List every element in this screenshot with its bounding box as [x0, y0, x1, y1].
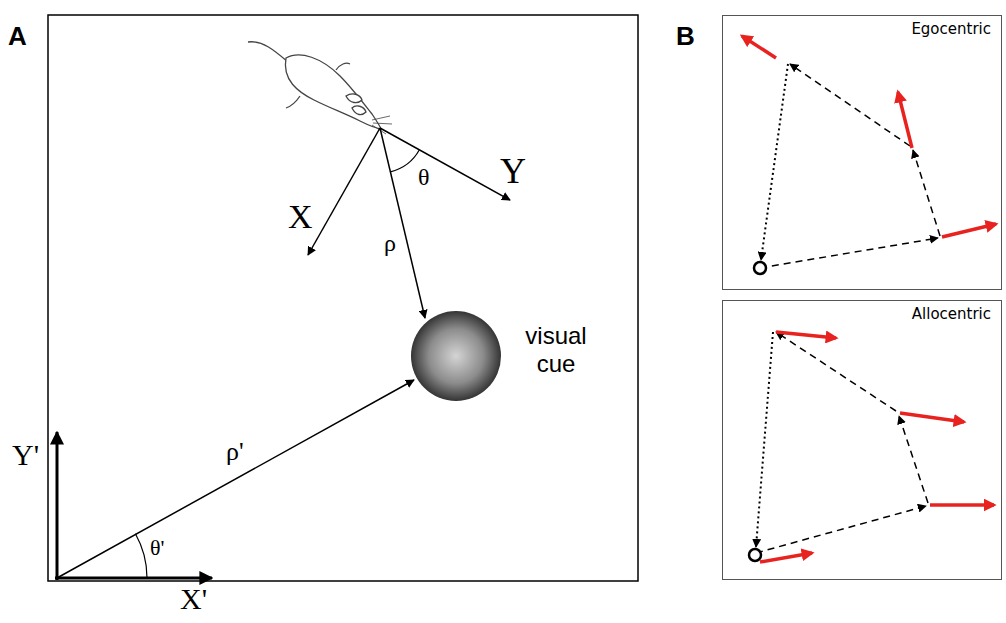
cue-label: visual cue: [508, 322, 604, 377]
y-prime-axis: [56, 432, 59, 580]
x-axis: [308, 128, 380, 255]
sphere: [411, 311, 501, 401]
distance-label: ρ: [384, 230, 396, 256]
allocentric-path: [749, 332, 994, 562]
rho-vector: [380, 128, 425, 318]
theta-arc: [390, 150, 419, 172]
x-prime-axis: [55, 577, 212, 580]
rho-prime-vector: [57, 380, 414, 578]
y-axis: [380, 128, 510, 200]
axis-label: Y': [12, 438, 39, 471]
cue-sphere: [408, 308, 504, 404]
rat-drawing: [248, 42, 392, 134]
allocentric-panel: Allocentric: [722, 300, 1002, 580]
axis-label: Y: [500, 152, 526, 192]
panel-heading: Allocentric: [910, 305, 993, 323]
panel-letter: A: [8, 22, 27, 51]
panel-frame: [48, 15, 638, 581]
panel-heading: Egocentric: [909, 20, 993, 38]
angle-label: θ: [418, 164, 430, 190]
egocentric-panel: Egocentric: [722, 15, 1002, 290]
visual-cue: visual cue: [408, 308, 608, 404]
axis-label: X: [288, 198, 313, 235]
angle-label: θ': [150, 536, 165, 560]
theta-prime-arc: [135, 534, 147, 578]
axis-label: X': [180, 582, 207, 615]
distance-label: ρ': [226, 438, 244, 467]
panel-letter: B: [676, 22, 695, 51]
egocentric-path: [742, 36, 996, 274]
